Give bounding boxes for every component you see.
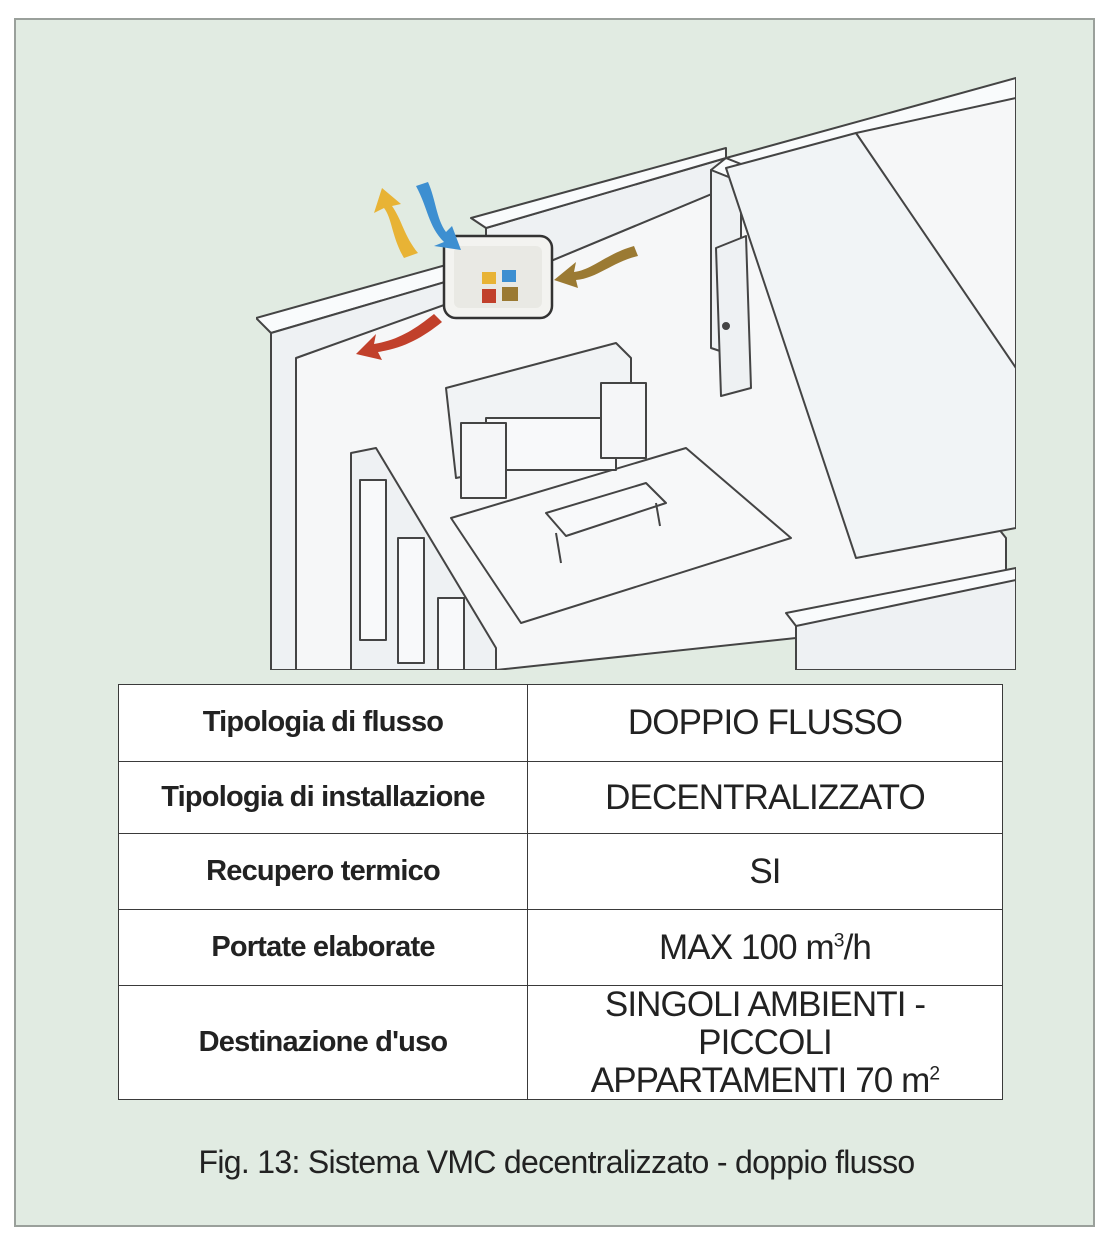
row-label: Destinazione d'uso <box>118 984 528 1101</box>
table-leg <box>655 502 661 527</box>
spec-table: Tipologia di flusso DOPPIO FLUSSO Tipolo… <box>118 684 1003 1101</box>
hall-wall <box>725 132 1016 559</box>
vmc-logo-brown <box>502 287 518 301</box>
row-value: SI <box>527 833 1003 910</box>
window-1 <box>359 479 387 641</box>
value-text: MAX 100 m <box>659 927 835 967</box>
extract-arrow-icon <box>554 246 638 288</box>
value-line-2: APPARTAMENTI 70 m <box>590 1060 931 1100</box>
window-2 <box>397 537 425 664</box>
value-superscript: 2 <box>929 1062 940 1084</box>
supply-arrow-icon <box>356 314 442 360</box>
row-label: Tipologia di flusso <box>118 684 528 762</box>
row-value: MAX 100 m3/h <box>527 909 1003 986</box>
table-row: Destinazione d'uso SINGOLI AMBIENTI - PI… <box>118 984 1003 1101</box>
table-row: Tipologia di installazione DECENTRALIZZA… <box>118 761 1003 834</box>
row-value: DECENTRALIZZATO <box>527 761 1003 834</box>
row-label: Recupero termico <box>118 833 528 910</box>
rug <box>450 447 792 624</box>
table-row: Tipologia di flusso DOPPIO FLUSSO <box>118 684 1003 762</box>
door-knob <box>722 322 730 330</box>
table-leg <box>555 532 562 564</box>
sofa-arm-right <box>600 382 647 459</box>
right-low-wall-top <box>785 567 1016 627</box>
value-line-1: SINGOLI AMBIENTI - PICCOLI <box>604 985 926 1062</box>
coffee-table <box>545 482 667 537</box>
row-label: Tipologia di installazione <box>118 761 528 834</box>
intake-arrow-icon <box>416 182 461 250</box>
figure-caption: Fig. 13: Sistema VMC decentralizzato - d… <box>198 1144 916 1180</box>
window-3 <box>437 597 465 670</box>
row-value: DOPPIO FLUSSO <box>527 684 1003 762</box>
table-row: Recupero termico SI <box>118 833 1003 910</box>
sofa-arm-left <box>460 422 507 499</box>
value-superscript: 3 <box>833 929 845 951</box>
value-text-suffix: /h <box>843 927 872 967</box>
exhaust-arrow-icon <box>374 188 418 258</box>
room-illustration <box>256 58 1016 670</box>
vmc-logo-red <box>482 289 496 303</box>
room-drawing <box>256 77 1016 670</box>
figure-frame: Tipologia di flusso DOPPIO FLUSSO Tipolo… <box>14 18 1095 1227</box>
row-label: Portate elaborate <box>118 909 528 986</box>
vmc-logo-yellow <box>482 272 496 284</box>
door <box>715 235 752 397</box>
corridor-floor <box>855 97 1016 369</box>
vmc-unit-face <box>454 246 542 308</box>
vmc-logo-blue <box>502 270 516 282</box>
table-row: Portate elaborate MAX 100 m3/h <box>118 909 1003 986</box>
